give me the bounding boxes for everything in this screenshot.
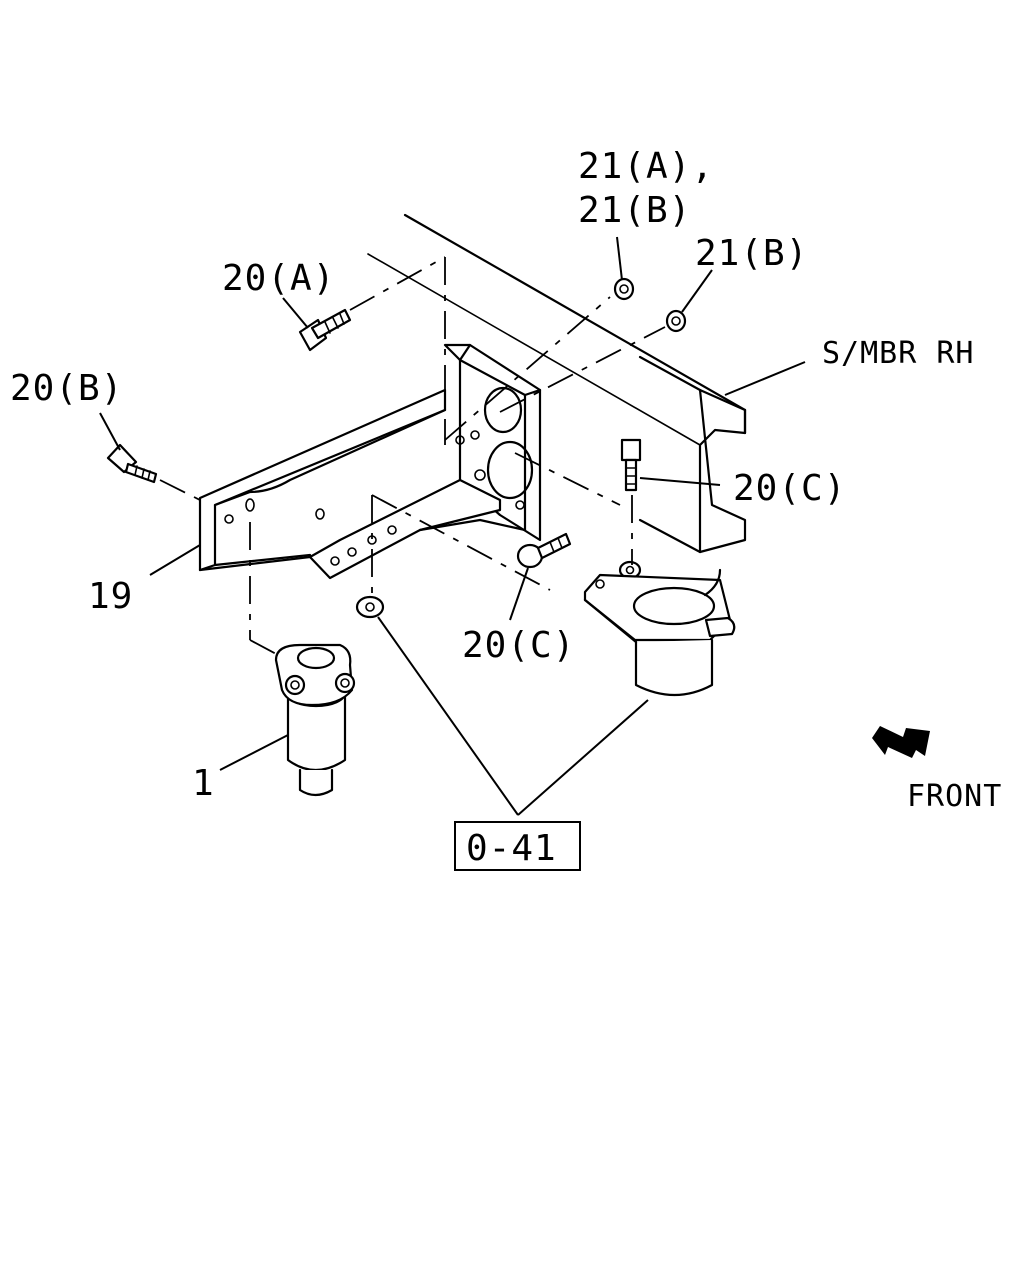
nut-21b: [665, 309, 687, 333]
label-19: 19: [88, 576, 133, 617]
label-front: FRONT: [907, 779, 1002, 814]
bracket-19: [198, 343, 542, 580]
reference-label: 0-41: [466, 828, 557, 869]
front-direction-arrow-icon: [872, 726, 930, 758]
label-1: 1: [192, 763, 215, 804]
fuel-filter-1: [274, 643, 356, 797]
label-side-member-rh: S/MBR RH: [822, 336, 975, 371]
label-20c-lower: 20(C): [462, 625, 575, 666]
reference-box-0-41[interactable]: 0-41: [454, 821, 581, 871]
bolt-20a: [298, 308, 352, 352]
bolt-20c-upper: [620, 438, 642, 492]
nut-lower-left: [355, 595, 385, 619]
label-20c-upper: 20(C): [733, 468, 846, 509]
assembly-dashed-lines: [159, 256, 666, 656]
leader-lines: [99, 236, 806, 816]
nut-21a-21b: [613, 277, 635, 301]
label-20b: 20(B): [10, 368, 123, 409]
label-21a-21b-line1: 21(A),: [578, 146, 714, 187]
side-member-rail: [367, 213, 747, 554]
fuel-filter-right: [583, 568, 736, 697]
label-21a-21b-line2: 21(B): [578, 190, 691, 231]
bolt-20c-lower: [516, 532, 572, 569]
label-20a: 20(A): [222, 258, 335, 299]
label-21b: 21(B): [695, 233, 808, 274]
bolt-20b: [106, 443, 158, 484]
